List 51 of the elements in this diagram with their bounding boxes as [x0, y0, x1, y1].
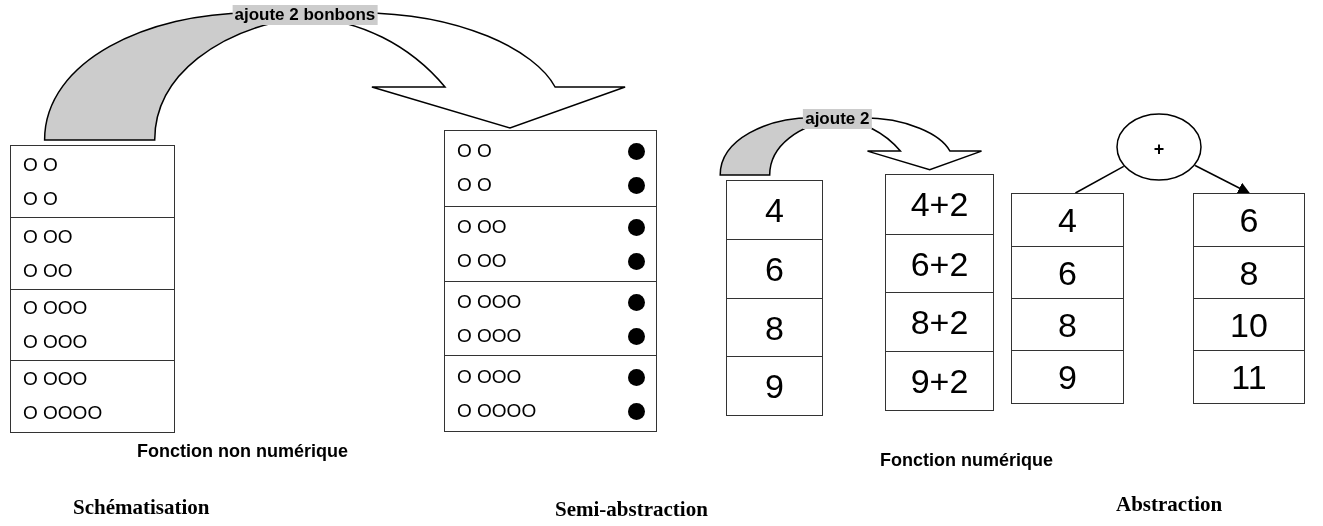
cell-text: O OOO — [457, 324, 522, 347]
table — [726, 180, 823, 416]
cell-text: O O — [23, 153, 58, 176]
cell-text: O O — [23, 187, 58, 210]
curved-block-arrow — [43, 12, 626, 141]
operator-circle — [1116, 113, 1202, 181]
cell-text: O O — [457, 174, 492, 197]
cell-text: O OOO — [23, 368, 88, 391]
number: 6 — [764, 249, 785, 290]
cell-text: O OOO — [457, 290, 522, 313]
cell-text: O OOO — [457, 365, 522, 388]
function-label: Fonction non numérique — [137, 441, 348, 462]
number: 8 — [764, 307, 785, 348]
number: 4 — [764, 190, 785, 231]
number: 6 — [1057, 253, 1078, 293]
stage-label: Abstraction — [1116, 492, 1223, 517]
cell-text: O OOOO — [23, 402, 103, 425]
number: 9 — [1057, 357, 1078, 397]
number: 8 — [1238, 253, 1260, 293]
number: 9 — [764, 365, 785, 406]
cell-text: O OO — [457, 250, 507, 273]
curved-block-arrow — [719, 117, 983, 176]
number: 11 — [1230, 357, 1268, 397]
cell-text: O OOO — [23, 331, 88, 354]
edge-label: ajoute 2 bonbons — [232, 4, 378, 25]
number: 8 — [1057, 305, 1078, 345]
edge-label: ajoute 2 — [803, 108, 872, 129]
function-label: Fonction numérique — [880, 450, 1053, 471]
number: 8+2 — [909, 302, 970, 343]
number: 6+2 — [909, 243, 970, 284]
stage-label: Semi-abstraction — [555, 497, 708, 522]
table — [1011, 193, 1124, 404]
number: 9+2 — [909, 360, 970, 401]
cell-text: O OOO — [23, 297, 88, 320]
number: 10 — [1229, 305, 1269, 345]
table — [885, 174, 994, 411]
arrow — [1194, 164, 1251, 194]
connector-line — [1074, 165, 1125, 194]
cell-text: O OOOO — [457, 399, 537, 422]
stage-label: Schématisation — [73, 495, 210, 520]
table — [444, 130, 657, 432]
operator-symbol: + — [1153, 138, 1165, 160]
cell-text: O O — [457, 140, 492, 163]
cell-text: O OO — [457, 216, 507, 239]
table — [1193, 193, 1305, 404]
table — [10, 145, 175, 433]
cell-text: O OO — [23, 259, 73, 282]
number: 4+2 — [909, 184, 970, 225]
cell-text: O OO — [23, 225, 73, 248]
number: 6 — [1238, 200, 1260, 240]
number: 4 — [1057, 200, 1078, 240]
